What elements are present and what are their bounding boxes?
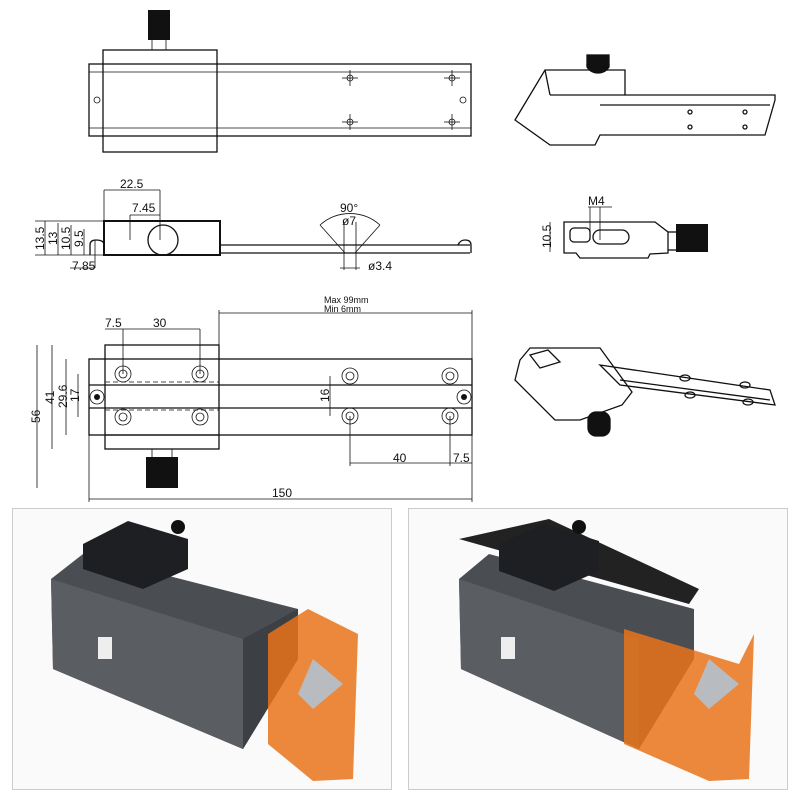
dim-16: 16 — [318, 388, 332, 402]
knob-icon — [146, 457, 178, 488]
side-view: 22.5 7.45 13.5 13 10.5 9.5 7.85 90° ø7 ø… — [33, 177, 472, 273]
technical-drawings: 22.5 7.45 13.5 13 10.5 9.5 7.85 90° ø7 ø… — [29, 10, 776, 502]
dim-17: 17 — [68, 388, 82, 402]
hole-inner-diameter: ø3.4 — [368, 259, 392, 273]
thread-size: M4 — [588, 194, 605, 208]
dim-56: 56 — [29, 409, 43, 423]
dim-40: 40 — [393, 451, 407, 465]
dim-41: 41 — [43, 390, 57, 404]
dim-10-5: 10.5 — [59, 226, 73, 250]
dim-7-45: 7.45 — [132, 201, 156, 215]
product-photo-extended — [408, 508, 788, 790]
stroke-min: Min 6mm — [324, 304, 361, 314]
knob-icon — [587, 411, 611, 437]
knob-icon — [171, 520, 185, 534]
isometric-view-bottom — [514, 347, 776, 437]
dim-30: 30 — [153, 316, 167, 330]
knob-icon — [676, 224, 708, 252]
isometric-view-top — [514, 54, 776, 146]
top-view — [88, 10, 472, 153]
stroke-max: Max 99mm — [324, 295, 369, 305]
dim-13-5: 13.5 — [33, 226, 47, 250]
dim-29-6: 29.6 — [56, 384, 70, 408]
dim-10-5-end: 10.5 — [540, 224, 554, 248]
knob-icon — [148, 10, 170, 40]
dim-9-5: 9.5 — [72, 230, 86, 247]
dim-22-5: 22.5 — [120, 177, 144, 191]
knob-icon — [572, 520, 586, 534]
end-view: M4 10.5 — [540, 194, 708, 259]
dim-7-5-left: 7.5 — [105, 316, 122, 330]
hole-outer-diameter: ø7 — [342, 214, 356, 228]
product-photo-retracted — [12, 508, 392, 790]
knob-icon — [586, 54, 610, 68]
dim-13: 13 — [46, 231, 60, 245]
bottom-view: 7.5 30 Max 99mm Min 6mm 56 41 29.6 17 16… — [29, 295, 473, 502]
dim-7-5-right: 7.5 — [453, 451, 470, 465]
dim-150: 150 — [272, 486, 292, 500]
countersink-angle: 90° — [340, 201, 358, 215]
dim-7-85: 7.85 — [72, 259, 96, 273]
